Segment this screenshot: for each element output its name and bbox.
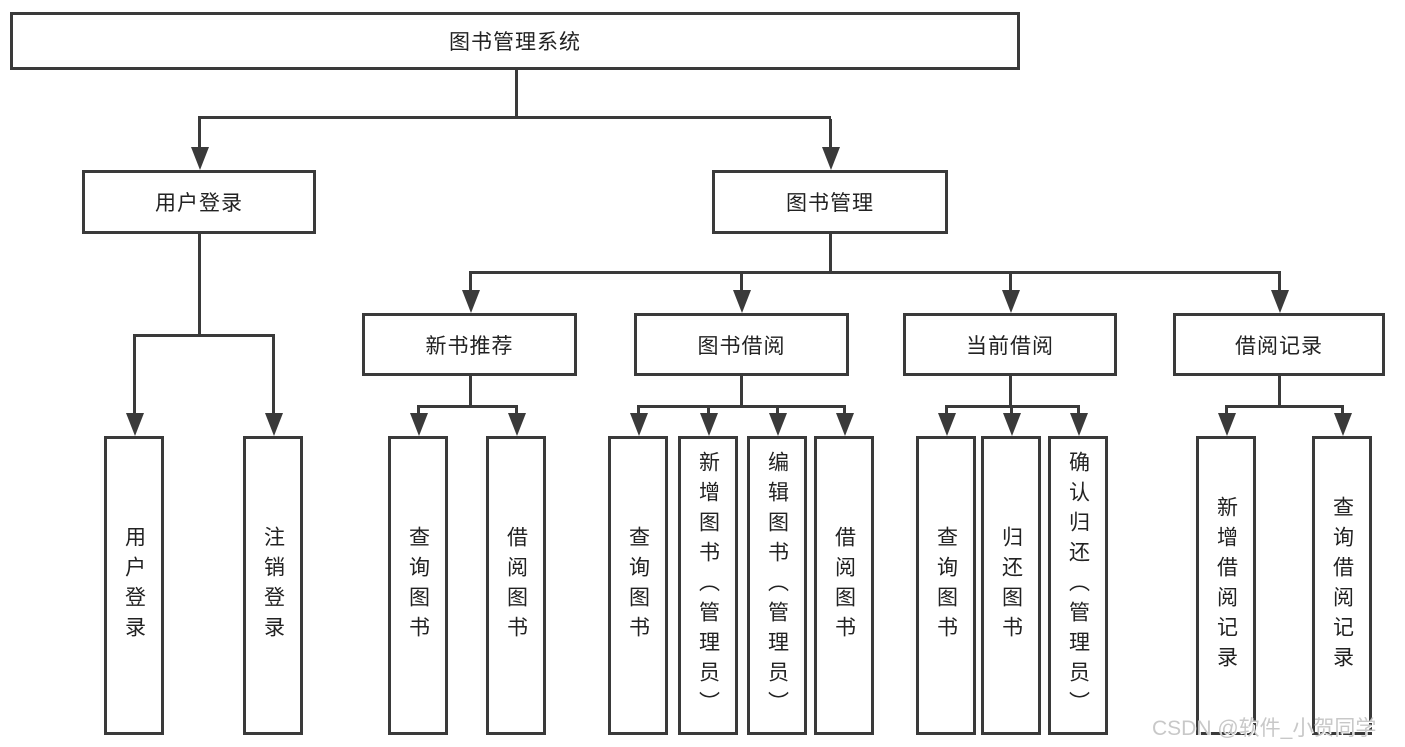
connector-arrow bbox=[469, 274, 472, 290]
leaf-query-borrow-record: 查询借阅记录 bbox=[1312, 436, 1372, 735]
leaf-add-books-admin: 新增图书（管理员） bbox=[678, 436, 738, 735]
leaf-borrow-books: 借阅图书 bbox=[814, 436, 874, 735]
leaf-add-borrow-record: 新增借阅记录 bbox=[1196, 436, 1256, 735]
connector-arrow bbox=[843, 408, 846, 413]
connector-line bbox=[417, 405, 518, 408]
leaf-label: 查询图书 bbox=[934, 525, 958, 646]
node-borrowing-records: 借阅记录 bbox=[1173, 313, 1385, 376]
node-label: 图书管理系统 bbox=[449, 31, 581, 54]
node-current-borrowing: 当前借阅 bbox=[903, 313, 1117, 376]
connector-arrow bbox=[945, 408, 948, 413]
leaf-label: 借阅图书 bbox=[504, 525, 528, 646]
connector-line bbox=[133, 334, 275, 337]
node-label: 图书管理 bbox=[786, 192, 874, 215]
node-book-management: 图书管理 bbox=[712, 170, 948, 234]
leaf-label: 查询图书 bbox=[626, 525, 650, 646]
node-label: 图书借阅 bbox=[697, 334, 786, 358]
leaf-label: 注销登录 bbox=[261, 525, 285, 646]
node-book-borrowing: 图书借阅 bbox=[634, 313, 849, 376]
connector-arrow bbox=[1010, 408, 1013, 413]
leaf-label: 归还图书 bbox=[999, 525, 1023, 646]
connector-arrow bbox=[1278, 274, 1281, 290]
connector-line bbox=[945, 405, 1080, 408]
connector-line bbox=[198, 116, 831, 119]
connector-arrow bbox=[776, 408, 779, 413]
leaf-edit-books-admin: 编辑图书（管理员） bbox=[747, 436, 807, 735]
connector-arrow bbox=[1341, 408, 1344, 413]
leaf-borrow-books: 借阅图书 bbox=[486, 436, 546, 735]
connector-arrow bbox=[1077, 408, 1080, 413]
connector-line bbox=[469, 376, 472, 408]
connector-line bbox=[469, 271, 1281, 274]
leaf-logout: 注销登录 bbox=[243, 436, 303, 735]
connector-line bbox=[829, 234, 832, 274]
node-new-book-recommendation: 新书推荐 bbox=[362, 313, 577, 376]
connector-arrow bbox=[637, 408, 640, 413]
connector-arrow bbox=[707, 408, 710, 413]
connector-arrow bbox=[417, 408, 420, 413]
connector-arrow bbox=[272, 337, 275, 413]
connector-line bbox=[740, 376, 743, 408]
connector-arrow bbox=[198, 119, 201, 147]
connector-line bbox=[1225, 405, 1344, 408]
connector-line bbox=[198, 234, 201, 337]
leaf-query-books: 查询图书 bbox=[916, 436, 976, 735]
leaf-label: 确认归还（管理员） bbox=[1066, 450, 1090, 721]
csdn-watermark: CSDN @软件_小贺同学 bbox=[1152, 717, 1377, 740]
connector-line bbox=[1009, 376, 1012, 408]
node-library-management-system: 图书管理系统 bbox=[10, 12, 1020, 70]
connector-line bbox=[637, 405, 846, 408]
connector-arrow bbox=[740, 274, 743, 290]
node-label: 新书推荐 bbox=[425, 334, 514, 358]
leaf-query-books: 查询图书 bbox=[608, 436, 668, 735]
node-user-login: 用户登录 bbox=[82, 170, 316, 234]
connector-arrow bbox=[1225, 408, 1228, 413]
leaf-confirm-return-admin: 确认归还（管理员） bbox=[1048, 436, 1108, 735]
leaf-label: 借阅图书 bbox=[832, 525, 856, 646]
connector-line bbox=[1278, 376, 1281, 408]
connector-line bbox=[515, 70, 518, 117]
leaf-label: 编辑图书（管理员） bbox=[765, 450, 789, 721]
connector-arrow bbox=[1009, 274, 1012, 290]
leaf-label: 查询图书 bbox=[406, 525, 430, 646]
leaf-label: 查询借阅记录 bbox=[1330, 495, 1354, 676]
leaf-return-books: 归还图书 bbox=[981, 436, 1041, 735]
leaf-query-books: 查询图书 bbox=[388, 436, 448, 735]
connector-arrow bbox=[515, 408, 518, 413]
leaf-label: 用户登录 bbox=[122, 525, 146, 646]
connector-arrow bbox=[133, 337, 136, 413]
connector-arrow bbox=[829, 119, 832, 147]
node-label: 当前借阅 bbox=[966, 334, 1054, 358]
leaf-label: 新增借阅记录 bbox=[1214, 495, 1238, 676]
node-label: 用户登录 bbox=[155, 192, 243, 215]
node-label: 借阅记录 bbox=[1235, 334, 1323, 358]
leaf-label: 新增图书（管理员） bbox=[696, 450, 720, 721]
leaf-user-login: 用户登录 bbox=[104, 436, 164, 735]
